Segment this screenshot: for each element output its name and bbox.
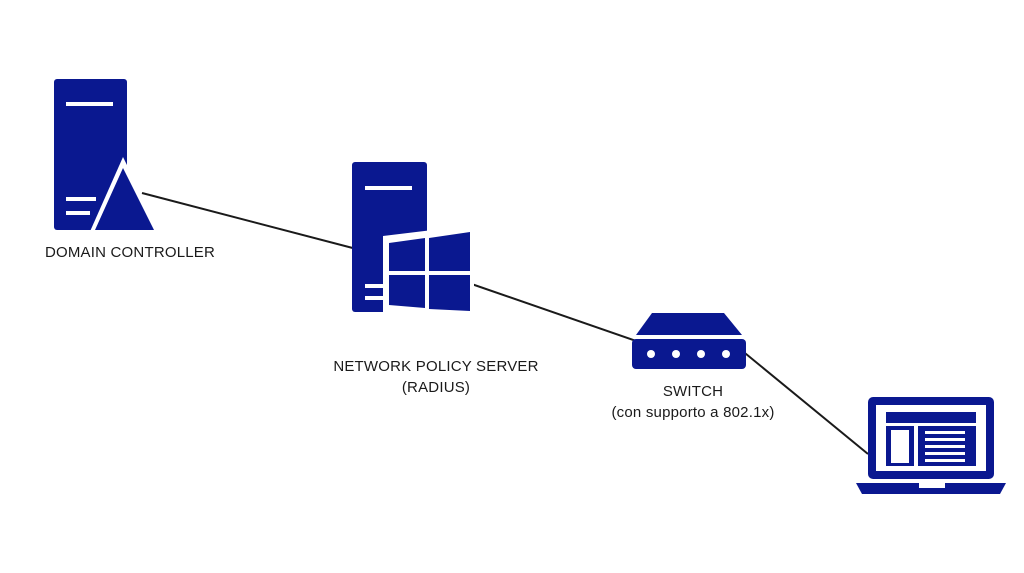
- switch-label: SWITCH (con supporto a 802.1x): [580, 381, 806, 423]
- connections: [141, 192, 869, 455]
- network-switch-icon: [632, 313, 746, 369]
- switch-subtitle: (con supporto a 802.1x): [611, 404, 775, 421]
- connection-nps-to-switch: [459, 279, 643, 344]
- network-policy-server-title: NETWORK POLICY SERVER: [333, 358, 539, 375]
- laptop-icon: [856, 397, 1006, 494]
- domain-controller-label: DOMAIN CONTROLLER: [20, 242, 240, 263]
- domain-controller-title: DOMAIN CONTROLLER: [44, 244, 216, 261]
- connection-dc-to-nps: [141, 192, 369, 253]
- network-policy-server-subtitle: (RADIUS): [401, 379, 471, 396]
- windows-server-icon: [352, 162, 474, 318]
- connection-switch-to-laptop: [739, 348, 869, 455]
- server-warning-icon: [54, 79, 162, 236]
- switch-title: SWITCH: [662, 383, 724, 400]
- network-policy-server-label: NETWORK POLICY SERVER (RADIUS): [300, 356, 572, 398]
